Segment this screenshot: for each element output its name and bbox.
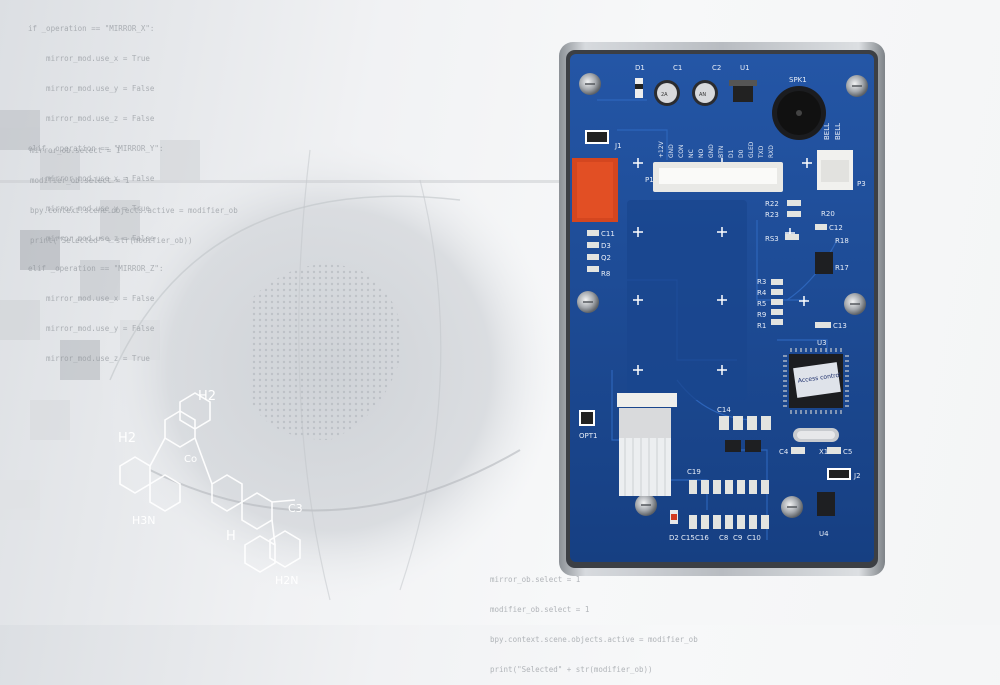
pin-label: TXD: [758, 145, 765, 159]
silk-label: BELL: [834, 123, 842, 140]
code-block-top: if _operation == "MIRROR_X": mirror_mod.…: [28, 4, 163, 374]
silk-label: C14: [717, 406, 731, 414]
silk-label: R23: [765, 211, 779, 219]
silk-label: R8: [601, 270, 610, 278]
code-line: mirror_mod.use_y = False: [28, 324, 155, 333]
code-line: mirror_ob.select = 1: [490, 575, 581, 584]
silk-label: P3: [857, 180, 866, 188]
silk-label: C15: [681, 534, 695, 542]
cap-mark: AN: [699, 92, 706, 98]
silk-label: C12: [829, 224, 843, 232]
electrolytic-capacitors: 2A AN: [654, 80, 718, 106]
smd-components: [587, 200, 841, 529]
silk-label: R1: [757, 322, 766, 330]
pin-label: D0: [738, 149, 745, 158]
code-line: mirror_mod.use_x = False: [28, 174, 155, 183]
silk-label: C8: [719, 534, 728, 542]
silk-label: D1: [635, 64, 645, 72]
silk-label: C16: [695, 534, 709, 542]
silk-label: R22: [765, 200, 779, 208]
code-line: bpy.context.scene.objects.active = modif…: [490, 635, 698, 644]
code-line: modifier_ob.select = 1: [30, 176, 130, 185]
cap-mark: 2A: [661, 92, 668, 98]
pin-label: BTN: [718, 146, 725, 158]
silk-label: D2: [669, 534, 679, 542]
code-line: mirror_mod.use_x = False: [28, 294, 155, 303]
silk-label: R18: [835, 237, 849, 245]
silk-label: R20: [821, 210, 835, 218]
silk-label: SPK1: [789, 76, 807, 84]
pin-label: CON: [678, 145, 685, 158]
molecule-diagram: [119, 392, 301, 573]
silk-label: C5: [843, 448, 852, 456]
pin-label: NO: [698, 149, 705, 158]
silk-label: U3: [817, 339, 827, 347]
silk-label: J1: [614, 142, 622, 150]
code-line: mirror_mod.use_y = False: [28, 84, 155, 93]
silk-label: OPT1: [579, 432, 597, 440]
code-line: mirror_mod.use_z = True: [28, 354, 150, 363]
code-line: modifier_ob.select = 1: [490, 605, 590, 614]
pin-label: NC: [688, 149, 695, 158]
silk-label: P1: [645, 176, 654, 184]
silk-label: U1: [740, 64, 750, 72]
ribbon-cable: [619, 438, 671, 496]
silk-label: P2: [669, 396, 678, 404]
silk-label: Q2: [601, 254, 611, 262]
silk-label: R17: [835, 264, 849, 272]
silk-label: BELL: [823, 123, 831, 140]
pin-label: RXD: [768, 145, 775, 158]
silk-label: R9: [757, 311, 766, 319]
tech-background: [0, 110, 560, 601]
code-line: mirror_mod.use_z = False: [28, 114, 155, 123]
mosaic-blocks: [0, 110, 200, 520]
code-line: mirror_mod.use_x = True: [28, 54, 150, 63]
code-line: mirror_mod.use_y = True: [28, 204, 150, 213]
silk-label: C1: [673, 64, 682, 72]
silk-label: C4: [779, 448, 789, 456]
pin-label: GLED: [748, 141, 755, 158]
code-line: mirror_ob.select = 1: [30, 146, 121, 155]
code-line: if _operation == "MIRROR_X":: [28, 24, 155, 33]
pin-label: +12V: [658, 140, 665, 158]
code-line: elif _operation == "MIRROR_Y":: [28, 144, 164, 153]
silk-label: D3: [601, 242, 611, 250]
silk-label: R3: [757, 278, 766, 286]
silk-label: J2: [853, 472, 861, 480]
silk-label: R5: [757, 300, 766, 308]
code-line: bpy.context.scene.objects.active = modif…: [30, 206, 238, 215]
pin-label: GND: [708, 144, 715, 158]
code-line: print("Selected" + str(modifier_ob)): [30, 236, 193, 245]
code-block-mid: mirror_ob.select = 1 modifier_ob.select …: [30, 126, 238, 256]
silk-label: C9: [733, 534, 742, 542]
silk-label: C10: [747, 534, 761, 542]
silk-label: C2: [712, 64, 721, 72]
silk-label: C11: [601, 230, 615, 238]
regulator-u1: [733, 82, 753, 102]
silk-label: RS3: [765, 235, 779, 243]
silk-label: C19: [687, 468, 701, 476]
pcb-board: 2A AN: [559, 42, 885, 576]
chip-sticker: [793, 362, 841, 398]
silk-label: C13: [833, 322, 847, 330]
silk-label: R4: [757, 289, 767, 297]
code-line: elif _operation == "MIRROR_Z":: [28, 264, 164, 273]
silk-label: X1: [819, 448, 828, 456]
silk-label: U4: [819, 530, 829, 538]
connector-p2: [617, 393, 677, 407]
pin-label: D1: [728, 149, 735, 158]
code-line: print("Selected" + str(modifier_ob)): [490, 665, 653, 674]
ground-plane: [627, 200, 747, 400]
code-line: mirror_mod.use_z = False: [28, 234, 155, 243]
pcb-product-photo: 2A AN: [557, 40, 887, 580]
pin-label: GND: [668, 144, 675, 158]
